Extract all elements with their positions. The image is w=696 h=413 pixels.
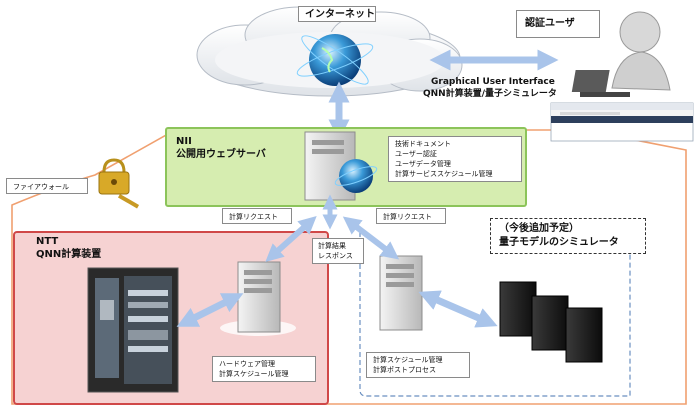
nii-label-line1: NII [176,136,192,147]
ntt-tasks-box: ハードウェア管理 計算スケジュール管理 [212,356,316,382]
internet-label: インターネット [305,9,375,20]
web-server-icon [304,131,378,201]
arrow-web-ntt [265,215,317,263]
gui-label-line1: Graphical User Interface [431,77,555,87]
auth-user-label-box: 認証ユーザ [516,10,600,38]
calc-request-right-box: 計算リクエスト [376,208,446,224]
sim-tasks-box: 計算スケジュール管理 計算ポストプロセス [366,352,470,378]
arrow-server-cluster [418,290,498,328]
future-label-box: （今後追加予定） 量子モデルのシミュレータ [490,218,646,254]
browser-window-thumbnail [550,102,694,142]
qnn-hardware-photo [87,267,179,393]
ntt-label-line2: QNN計算装置 [36,249,102,260]
firewall-label-box: ファイアウォール [6,178,88,194]
server-cluster-icon [499,281,603,363]
internet-label-box: インターネット [298,6,376,22]
web-service-item: ユーザー認証 [395,150,437,158]
calc-result-line1: 計算結果 [318,242,346,250]
nii-label-line2: 公開用ウェブサーバ [176,149,266,160]
future-label-line1: （今後追加予定） [499,223,579,234]
web-service-item: 計算サービススケジュール管理 [395,170,493,178]
sim-task-item: 計算ポストプロセス [373,366,436,374]
gui-label-line2: QNN計算装置/量子シミュレータ [423,89,557,99]
auth-user-label: 認証ユーザ [525,18,575,29]
calc-request-left: 計算リクエスト [229,213,278,221]
globe-icon [296,34,374,86]
web-services-box: 技術ドキュメント ユーザー認証 ユーザデータ管理 計算サービススケジュール管理 [388,136,522,182]
calc-request-right: 計算リクエスト [383,213,432,221]
ntt-task-item: ハードウェア管理 [219,360,275,368]
calc-result-line2: レスポンス [318,252,353,260]
calc-result-box: 計算結果 レスポンス [312,238,364,264]
arrow-web-sim [342,216,400,260]
calc-request-left-box: 計算リクエスト [222,208,292,224]
ntt-label-line1: NTT [36,236,59,247]
sim-task-item: 計算スケジュール管理 [373,356,443,364]
ntt-task-item: 計算スケジュール管理 [219,370,289,378]
lock-icon [98,158,140,209]
firewall-label: ファイアウォール [13,183,69,191]
user-figure-icon [571,11,671,97]
web-service-item: 技術ドキュメント [395,140,451,148]
simulator-region [359,232,631,397]
future-label-line2: 量子モデルのシミュレータ [499,237,619,248]
web-service-item: ユーザデータ管理 [395,160,451,168]
arrow-hardware-server [176,293,244,327]
sim-server-icon [366,255,434,335]
